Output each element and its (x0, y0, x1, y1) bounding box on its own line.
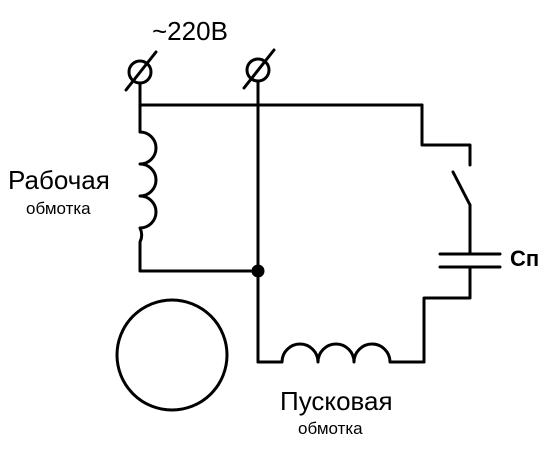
switch-contact-icon (451, 170, 472, 207)
voltage-label: ~220В (152, 16, 228, 46)
starting-winding-coil (256, 342, 426, 364)
junction-dot (251, 264, 265, 278)
switch-upper-wire (420, 103, 472, 167)
starting-winding-sublabel: обмотка (298, 419, 363, 438)
terminal-left-icon (124, 50, 158, 107)
terminal-right-icon (242, 48, 276, 107)
working-winding-label: Рабочая (8, 165, 110, 195)
capacitor-icon (438, 252, 502, 269)
capacitor-label: Сп (510, 246, 540, 271)
rotor-icon (115, 298, 229, 412)
working-winding-sublabel: обмотка (26, 199, 91, 218)
starting-winding-label: Пусковая (280, 386, 393, 416)
capacitor-lower-wire (422, 265, 472, 364)
working-winding-coil (138, 103, 260, 273)
